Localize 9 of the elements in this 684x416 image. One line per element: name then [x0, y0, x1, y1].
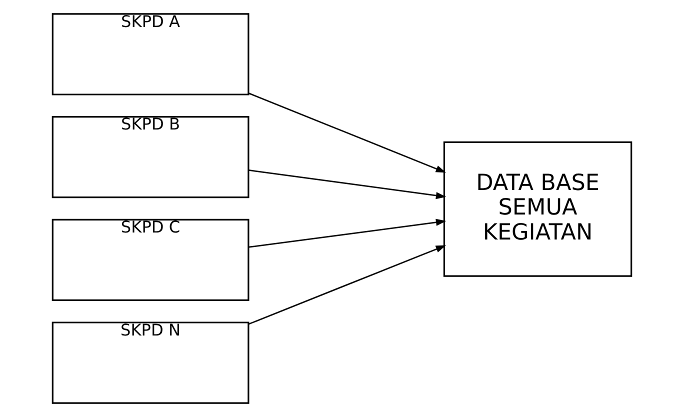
node-box: DATA BASE SEMUA KEGIATAN — [443, 140, 632, 276]
node-box: SKPD N — [52, 321, 250, 404]
arrow — [248, 169, 446, 199]
arrow — [248, 244, 446, 324]
arrow — [248, 92, 446, 172]
node-box: SKPD C — [52, 218, 250, 300]
arrow — [248, 218, 446, 248]
node-box: SKPD B — [52, 116, 250, 198]
node-box: SKPD A — [52, 12, 250, 95]
